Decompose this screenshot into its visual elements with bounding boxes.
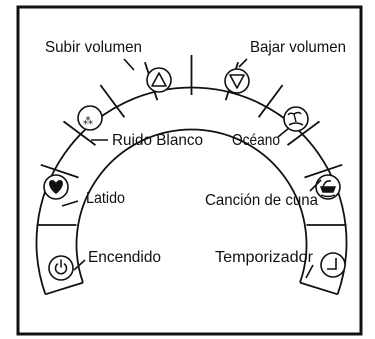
volume-down-leader: [238, 58, 248, 68]
palm-island-icon: [287, 111, 304, 126]
inner-arc: [75, 128, 308, 283]
stars-icon: ⁂: [83, 115, 93, 127]
triangle-up-icon: [151, 72, 167, 87]
heartbeat-button[interactable]: [43, 174, 69, 200]
lullaby-leader: [309, 179, 322, 192]
diagram-border: [16, 5, 363, 336]
white-noise-button[interactable]: ⁂: [77, 105, 103, 131]
power-button-ring: [48, 255, 74, 281]
power-button[interactable]: [48, 255, 74, 281]
heart-icon: [49, 180, 63, 194]
white-noise-label: Ruido Blanco: [112, 132, 203, 149]
lullaby-button[interactable]: [315, 174, 341, 200]
cradle-icon: [319, 180, 337, 198]
volume-up-leader: [123, 58, 135, 71]
timer-leader: [305, 264, 314, 279]
timer-label: Temporizador: [215, 249, 314, 266]
volume-up-button-ring: [146, 67, 172, 93]
timer-button[interactable]: [320, 252, 346, 278]
ocean-button-ring: [283, 106, 309, 132]
volume-down-label: Bajar volumen: [250, 39, 346, 56]
timer-button-ring: [320, 252, 346, 278]
power-icon: [54, 259, 68, 275]
ocean-button[interactable]: [283, 106, 309, 132]
power-label: Encendido: [88, 249, 161, 266]
volume-down-button[interactable]: [224, 68, 250, 94]
triangle-down-icon: [229, 74, 245, 89]
lullaby-label: Canción de cuna: [205, 192, 318, 209]
power-leader: [73, 259, 86, 271]
volume-up-button[interactable]: [146, 67, 172, 93]
arc-end-right: [299, 281, 338, 296]
volume-up-label: Subir volumen: [45, 39, 142, 56]
heartbeat-label: Latido: [86, 190, 125, 207]
arc-end-left: [45, 281, 84, 296]
white-noise-button-ring: [77, 105, 103, 131]
volume-down-button-ring: [224, 68, 250, 94]
timer-icon: [327, 258, 337, 270]
heartbeat-leader: [61, 200, 79, 207]
ocean-label: Océano: [232, 132, 280, 149]
ocean-leader: [277, 127, 290, 138]
